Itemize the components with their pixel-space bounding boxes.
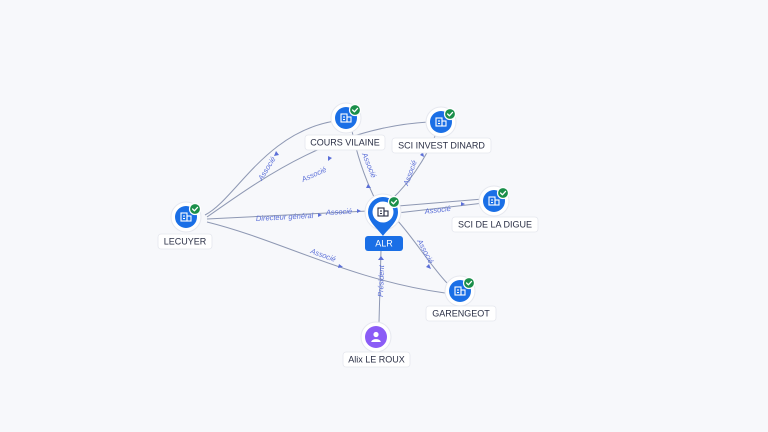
edge-lecuyer-sci-invest-dinard xyxy=(206,121,429,218)
node-label-alr: ALR xyxy=(375,239,393,249)
edge-lecuyer-alr xyxy=(206,210,369,220)
arrow-alr-digue xyxy=(461,202,465,206)
edge-label-lecuyer-alr: Directeur général xyxy=(256,211,314,223)
edge-lecuyer-cours-vilaine xyxy=(204,120,336,216)
edge-label-lecuyer-invest: Associé xyxy=(299,165,328,184)
node-label-garengeot: GARENGEOT xyxy=(432,309,490,319)
building-icon xyxy=(377,207,389,217)
label-cours-vilaine: COURS VILAINE xyxy=(304,134,386,151)
edge-label-alr-digue: Associé xyxy=(423,204,451,216)
label-sci-de-la-digue: SCI DE LA DIGUE xyxy=(451,216,539,233)
verified-check-icon xyxy=(462,276,476,290)
edge-label-alix-alr: Président xyxy=(376,264,386,297)
building-icon xyxy=(180,212,192,222)
arrow-lecuyer-alr xyxy=(318,213,322,217)
label-sci-invest-dinard: SCI INVEST DINARD xyxy=(391,137,492,154)
arrow-lecuyer-cours xyxy=(274,151,279,156)
arrow-alix-alr xyxy=(378,256,384,260)
edge-alr-sci-de-la-digue xyxy=(396,202,485,214)
node-garengeot[interactable] xyxy=(444,275,476,307)
edge-label-lecuyer-cours: Associé xyxy=(256,155,278,183)
label-garengeot: GARENGEOT xyxy=(425,305,497,322)
edge-alix-alr xyxy=(378,249,382,323)
arrow-lecuyer-alr-assoc xyxy=(357,209,361,213)
person-icon xyxy=(371,331,381,342)
edge-label-invest-alr: Associé xyxy=(401,159,419,188)
arrow-alr-garengeot xyxy=(426,264,431,269)
arrow-lecuyer-invest xyxy=(328,156,332,161)
verified-check-icon xyxy=(387,195,401,209)
edge-label-alr-garengeot: Associé xyxy=(415,237,436,265)
center-pin-inner xyxy=(372,201,394,223)
building-icon xyxy=(488,196,500,206)
edge-alr-garengeot xyxy=(396,219,448,284)
edge-labels: Associé Associé Directeur général Associ… xyxy=(256,150,465,297)
node-sci-invest-dinard[interactable] xyxy=(425,106,457,138)
verified-check-icon xyxy=(348,103,362,117)
node-label-cours-vilaine: COURS VILAINE xyxy=(310,138,380,148)
building-icon xyxy=(435,117,447,127)
node-cours-vilaine[interactable] xyxy=(330,102,362,134)
label-lecuyer: LECUYER xyxy=(157,233,213,250)
node-sci-de-la-digue[interactable] xyxy=(478,185,510,217)
edge-lecuyer-garengeot xyxy=(206,221,446,294)
verified-check-icon xyxy=(188,202,202,216)
arrow-lecuyer-garengeot xyxy=(338,264,343,268)
node-label-sci-invest-dinard: SCI INVEST DINARD xyxy=(398,141,485,151)
edge-label-lecuyer-alr-assoc: Associé xyxy=(325,207,353,217)
edge-label-cours-alr: Associé xyxy=(360,150,379,179)
arrow-cours-alr xyxy=(366,184,371,188)
building-icon xyxy=(340,113,352,123)
node-label-lecuyer: LECUYER xyxy=(164,237,207,247)
node-alr-center[interactable] xyxy=(364,193,402,236)
label-alr-center: ALR xyxy=(365,236,403,251)
label-alix-le-roux: Alix LE ROUX xyxy=(342,351,411,368)
edge-alr-sci-de-la-digue-2 xyxy=(397,198,484,207)
node-alix-le-roux[interactable] xyxy=(360,321,392,353)
building-icon xyxy=(454,286,466,296)
verified-check-icon xyxy=(443,107,457,121)
verified-check-icon xyxy=(496,186,510,200)
node-label-sci-de-la-digue: SCI DE LA DIGUE xyxy=(458,220,532,230)
node-label-alix-le-roux: Alix LE ROUX xyxy=(348,355,405,365)
node-lecuyer[interactable] xyxy=(170,201,202,233)
